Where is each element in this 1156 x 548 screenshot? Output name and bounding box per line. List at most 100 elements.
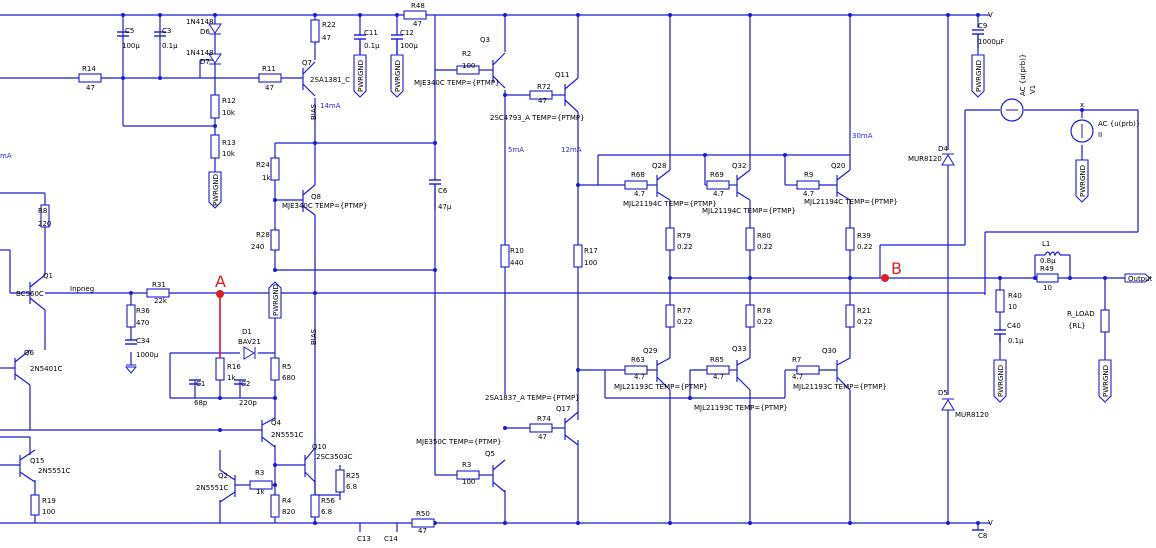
value-r-load: {RL} — [1068, 322, 1086, 330]
label-r80: R80 — [757, 232, 771, 240]
label-q8: Q8 — [311, 193, 321, 201]
resistor-r16 — [215, 357, 225, 381]
value-r49: 10 — [1043, 284, 1052, 292]
value-q2: 2N5551C — [196, 484, 229, 492]
marker-a-label: A — [215, 272, 226, 291]
resistor-r78 — [745, 304, 755, 328]
value-d4: MUR8120 — [908, 155, 942, 163]
label-r25: R25 — [346, 472, 360, 480]
label-q4: Q4 — [271, 419, 282, 427]
value-d1: BAV21 — [238, 338, 261, 346]
net-probe-x: x — [1080, 101, 1084, 109]
value-q10: 2SC3503C — [316, 453, 353, 461]
value-r3b: 100 — [462, 478, 475, 486]
diode-d6 — [208, 23, 222, 35]
label-r3b: R3 — [462, 461, 471, 469]
label-r4: R4 — [282, 497, 292, 505]
pwrgnd-flags — [208, 54, 1112, 403]
resistor-r79 — [665, 227, 675, 251]
pwrgnd-label-2: PWRGND — [357, 60, 365, 92]
label-c2: C2 — [241, 380, 250, 388]
label-c40: C40 — [1007, 322, 1021, 330]
value-r69: 4.7 — [713, 190, 724, 198]
value-c9: 1000µF — [978, 38, 1004, 46]
resistor-r36 — [126, 304, 136, 328]
label-q29: Q29 — [643, 347, 657, 355]
resistor-r11 — [258, 73, 282, 83]
label-r28: R28 — [256, 231, 270, 239]
diode-d4 — [941, 153, 955, 166]
label-c6: C6 — [438, 187, 448, 195]
transistor-q2 — [219, 469, 236, 503]
value-r12: 10k — [222, 109, 236, 117]
current-q11: 12mA — [561, 146, 582, 154]
transistor-q1 — [29, 274, 46, 311]
value-q11: 2SC4793_A TEMP={PTMP} — [490, 114, 585, 122]
value-i1: AC {u(prb)} — [1098, 120, 1140, 128]
value-r77: 0.22 — [677, 318, 693, 326]
label-q2: Q2 — [218, 472, 228, 480]
transistor-q3 — [492, 52, 506, 89]
pwrgnd-label-3: PWRGND — [394, 60, 402, 92]
label-i1: II — [1098, 131, 1102, 139]
net-output: Output — [1128, 275, 1153, 283]
capacitor-c12 — [391, 34, 403, 55]
label-r-load: R_LOAD — [1067, 310, 1095, 318]
label-r21: R21 — [857, 307, 871, 315]
marker-b-dot — [881, 274, 889, 282]
resistor-r24 — [270, 157, 280, 181]
capacitors — [117, 29, 1006, 531]
label-c34: C34 — [136, 337, 150, 345]
resistor-r8 — [40, 204, 50, 228]
resistor-r13 — [210, 134, 220, 159]
transistors — [14, 52, 851, 503]
value-c3: 0.1µ — [162, 42, 178, 50]
resistor-r19 — [30, 494, 40, 516]
transistor-q17 — [564, 411, 579, 446]
value-r63: 4.7 — [634, 373, 645, 381]
label-r19: R19 — [42, 497, 56, 505]
label-r5: R5 — [282, 363, 291, 371]
resistor-r2 — [456, 65, 480, 75]
output-port — [1124, 273, 1151, 283]
label-c11: C11 — [364, 29, 378, 37]
transistor-q29 — [656, 357, 671, 391]
transistor-q8 — [302, 184, 316, 216]
value-v1: AC {u(prb)} — [1019, 54, 1027, 96]
label-r9: R9 — [804, 171, 813, 179]
value-q17: 2SA1837_A TEMP={PTMP} — [485, 394, 580, 402]
transistor-q33 — [736, 357, 751, 391]
label-r2: R2 — [462, 50, 471, 58]
label-r16: R16 — [227, 363, 241, 371]
pwrgnd-label-1: PWRGND — [212, 174, 220, 206]
resistor-r80 — [745, 227, 755, 251]
resistor-r9 — [796, 180, 820, 190]
value-r13: 10k — [222, 150, 236, 158]
resistor-r12 — [210, 94, 220, 119]
label-r63: R63 — [631, 356, 645, 364]
value-r28: 240 — [251, 243, 264, 251]
label-v1: V1 — [1029, 85, 1037, 94]
value-r3: 1k — [256, 488, 265, 496]
label-r3: R3 — [255, 469, 264, 477]
resistor-r74 — [529, 423, 553, 433]
value-r24: 1k — [262, 174, 271, 182]
value-q5: MJE350C TEMP={PTMP} — [416, 438, 502, 446]
value-c12: 100µ — [400, 42, 418, 50]
label-d6: D6 — [200, 28, 210, 36]
value-c6: 47µ — [438, 203, 452, 211]
value-r31: 22k — [154, 297, 168, 305]
value-r39: 0.22 — [857, 243, 873, 251]
value-r21: 0.22 — [857, 318, 873, 326]
label-r74: R74 — [537, 415, 551, 423]
value-r78: 0.22 — [757, 318, 773, 326]
resistor-r69 — [706, 180, 730, 190]
capacitor-c6 — [429, 179, 441, 210]
capacitor-c3 — [154, 31, 166, 37]
label-r50: R50 — [416, 510, 430, 518]
label-c12: C12 — [400, 29, 414, 37]
label-c5: C5 — [125, 27, 134, 35]
label-c13: C13 — [357, 535, 371, 543]
value-q1: BC560C — [16, 290, 44, 298]
label-c9: C9 — [978, 22, 987, 30]
